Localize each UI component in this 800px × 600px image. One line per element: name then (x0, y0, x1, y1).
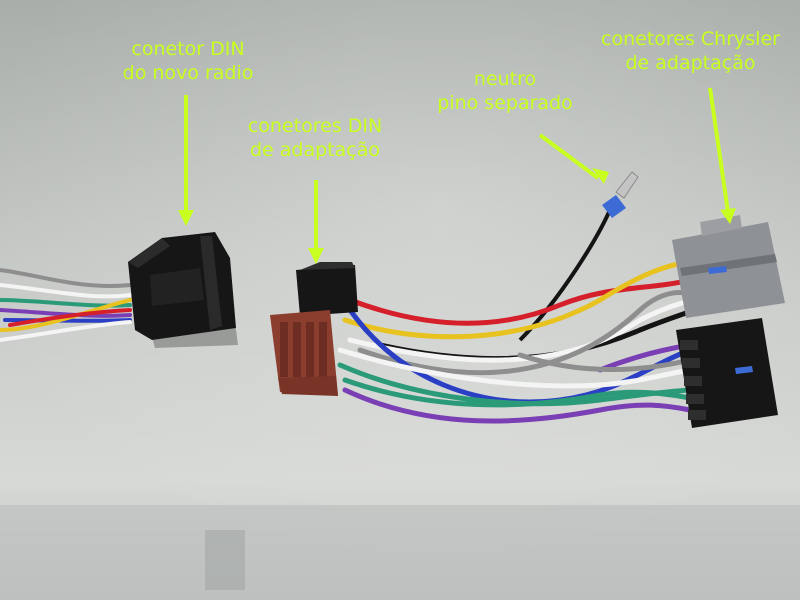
label-line: conetor DIN (131, 38, 245, 60)
left-loose-wires (0, 268, 132, 342)
gray-chrysler-connector (672, 222, 785, 318)
connector-ridge (150, 268, 204, 306)
blue-tab (708, 266, 727, 274)
label-line: de adaptação (625, 52, 756, 74)
arrow-neutral-pin (538, 133, 609, 184)
brown-adapter-ribs (280, 322, 327, 377)
black-din-adapter-lip (300, 262, 355, 270)
label-line: de adaptação (249, 139, 380, 161)
label-line: do novo radio (122, 62, 254, 84)
black-din-adapter (296, 265, 358, 316)
gray-connector-groove (680, 254, 777, 276)
table-edge (0, 505, 800, 600)
connector-side (128, 238, 170, 268)
table-edge-reflection (205, 530, 245, 590)
connector-ridge (200, 236, 222, 330)
blue-tab (735, 366, 753, 374)
label-line: pino separado (437, 92, 573, 114)
label-neutral-pin: neutro pino separado (420, 67, 590, 115)
brown-adapter-base (278, 376, 338, 396)
label-chrysler-adapter-connectors: conetores Chrysler de adaptação (588, 27, 793, 75)
harness-wires (337, 259, 703, 424)
spade-terminal (615, 171, 639, 199)
gray-connector-top (700, 215, 742, 236)
black-connector-pins (680, 340, 706, 420)
annotation-arrows (178, 87, 736, 264)
label-din-adapter-connectors: conetores DIN de adaptação (230, 114, 400, 162)
label-line: conetores DIN (247, 115, 383, 137)
chrysler-adapter-connectors (672, 215, 785, 428)
din-connector-new-radio (128, 232, 238, 348)
blue-crimp-sleeve (602, 195, 626, 218)
label-line: conetores Chrysler (601, 28, 780, 50)
din-adapter-connectors (270, 262, 358, 396)
arrow-din-adapter (308, 180, 324, 264)
label-line: neutro (473, 68, 537, 90)
label-din-connector-new-radio: conetor DIN do novo radio (108, 37, 268, 85)
arrow-chrysler-adapter (708, 87, 736, 224)
arrow-din-new-radio (178, 95, 194, 226)
